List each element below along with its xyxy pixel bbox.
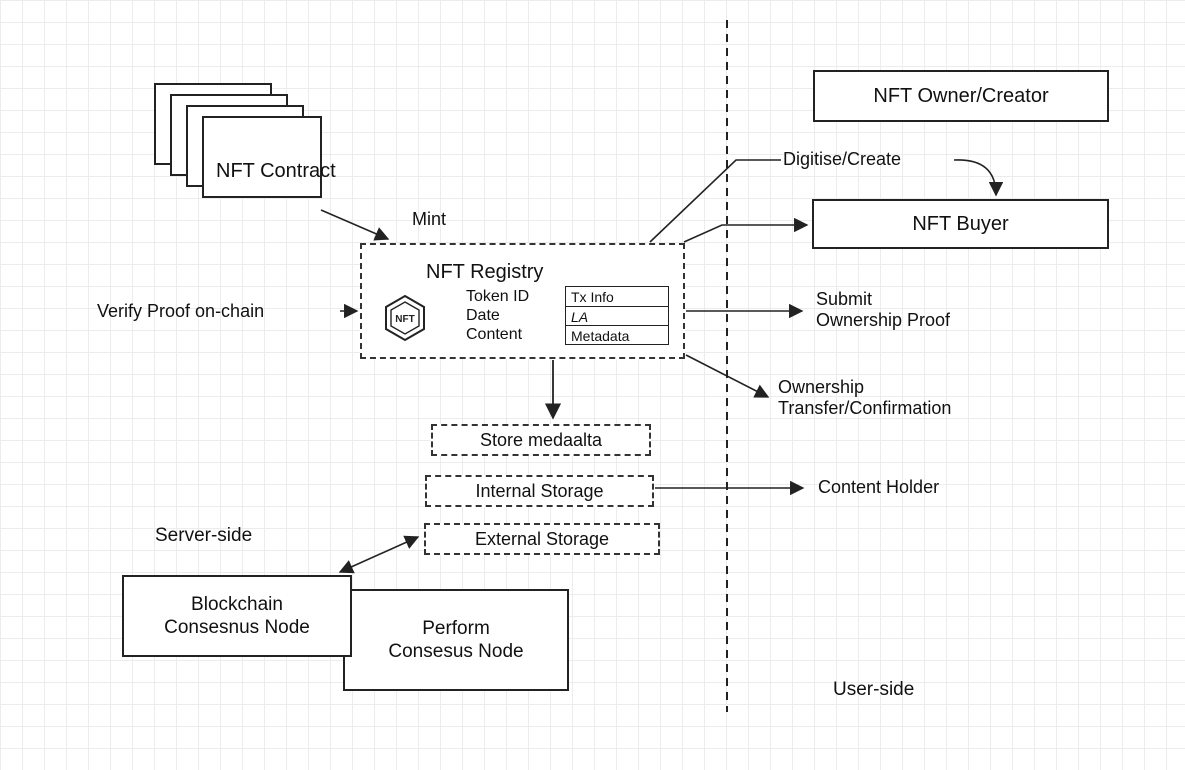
perform-label-line2: Consesus Node — [388, 641, 524, 662]
transfer-label-line1: Ownership — [778, 377, 865, 397]
submit-label-line1: Submit — [816, 289, 873, 309]
store-metadata-box: Store medaalta — [431, 424, 651, 456]
blockchain-label-line1: Blockchain — [191, 594, 283, 615]
nft-contract-box: NFT Contract — [202, 116, 336, 198]
nft-buyer-box: NFT Buyer — [812, 199, 1109, 249]
perform-label-line1: Perform — [422, 618, 490, 639]
nft-logo-text: NFT — [395, 314, 414, 325]
registry-to-buyer-arrow — [683, 217, 809, 243]
registry-title: NFT Registry — [426, 261, 544, 283]
submit-label-line2: Ownership Proof — [816, 310, 951, 330]
transfer-arrow — [685, 354, 770, 398]
external-storage-box: External Storage — [424, 523, 660, 555]
nft-registry-box: NFT Registry NFT Token ID Date Content T… — [360, 243, 685, 359]
nft-logo-icon: NFT — [385, 294, 425, 342]
registry-field-date: Date — [466, 307, 500, 324]
content-holder-label: Content Holder — [818, 477, 940, 497]
registry-field-content: Content — [466, 326, 523, 343]
nft-buyer-label: NFT Buyer — [912, 213, 1009, 235]
digitise-line — [649, 159, 781, 243]
nft-owner-creator-box: NFT Owner/Creator — [813, 70, 1109, 122]
registry-value-table: Tx Info LA Metadata — [565, 286, 669, 345]
verify-proof-label: Verify Proof on-chain — [97, 301, 265, 321]
digitise-create-label: Digitise/Create — [783, 149, 902, 169]
registry-value-metadata: Metadata — [566, 325, 668, 347]
transfer-label-line2: Transfer/Confirmation — [778, 398, 952, 418]
store-metadata-label: Store medaalta — [479, 430, 603, 450]
mint-label: Mint — [412, 209, 447, 229]
mint-arrow — [320, 209, 390, 241]
nft-owner-creator-label: NFT Owner/Creator — [873, 85, 1049, 107]
perform-consensus-node-box: Perform Consesus Node — [343, 589, 569, 691]
internal-storage-box: Internal Storage — [425, 475, 654, 507]
nft-contract-label: NFT Contract — [216, 160, 336, 182]
internal-storage-label: Internal Storage — [475, 481, 604, 501]
blockchain-label-line2: Consesnus Node — [164, 617, 310, 638]
user-side-label: User-side — [833, 679, 915, 700]
external-storage-label: External Storage — [474, 529, 610, 549]
registry-value-tx-info: Tx Info — [571, 289, 614, 305]
node-storage-arrow — [338, 535, 420, 574]
registry-field-token-id: Token ID — [466, 288, 530, 305]
registry-value-la: LA — [566, 306, 668, 328]
blockchain-consensus-node-box: Blockchain Consesnus Node — [122, 575, 352, 657]
digitise-to-buyer-arrow — [953, 159, 1004, 197]
server-side-label: Server-side — [155, 525, 253, 546]
